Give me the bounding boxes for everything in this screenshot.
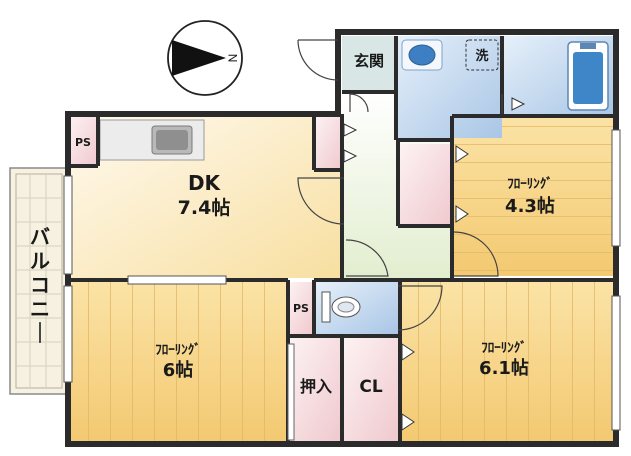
washbasin-icon: [401, 39, 443, 71]
ps-toilet-label: PS: [293, 302, 309, 315]
kitchen-counter: [99, 119, 205, 161]
laundry-label: 洗: [475, 48, 488, 64]
room-4-3-planks: [452, 116, 614, 276]
balcony-char-5: ｜: [30, 321, 50, 345]
room-6-size: 6帖: [163, 359, 194, 381]
room-6-1-size: 6.1帖: [479, 357, 529, 379]
dk-storage-box: [314, 116, 342, 170]
oshiire-label: 押入: [300, 377, 332, 396]
balcony-char-4: ニ: [30, 297, 50, 321]
room-6-1-name: ﾌﾛｰﾘﾝｸﾞ: [481, 340, 527, 355]
laundry-spot: [465, 39, 499, 71]
bathtub-icon: [567, 41, 609, 111]
compass-north-label: N: [226, 54, 240, 63]
balcony-label: バ ル コ ニ ｜: [30, 225, 50, 345]
walls: [65, 29, 619, 447]
compass-icon: N: [167, 20, 243, 96]
closet-label: CL: [359, 377, 382, 397]
closet-box: [342, 338, 400, 442]
toilet-icon: [321, 291, 361, 323]
room-6-planks: [68, 282, 288, 442]
doors: [297, 39, 503, 331]
entrance-floor: [342, 36, 396, 92]
oshiire-doors: [287, 343, 295, 441]
balcony-char-2: ル: [30, 249, 50, 273]
balcony-char-1: バ: [30, 225, 50, 249]
entrance-label: 玄関: [354, 52, 384, 70]
oshiire-box: [288, 338, 342, 442]
room-4-3-name: ﾌﾛｰﾘﾝｸﾞ: [507, 176, 553, 191]
door-markers: [343, 97, 526, 431]
room-4-3-size: 4.3帖: [505, 195, 555, 217]
ps-kitchen-label: PS: [75, 136, 91, 149]
ps-kitchen-box: [68, 116, 98, 166]
dk-size: 7.4帖: [178, 196, 231, 219]
balcony: [9, 167, 67, 395]
ps-toilet-box: [288, 282, 314, 334]
room-6-name: ﾌﾛｰﾘﾝｸﾞ: [155, 342, 201, 357]
dk-name: DK: [188, 171, 222, 195]
windows: [63, 129, 621, 431]
hall-storage-box: [398, 144, 452, 226]
balcony-char-3: コ: [30, 273, 50, 297]
